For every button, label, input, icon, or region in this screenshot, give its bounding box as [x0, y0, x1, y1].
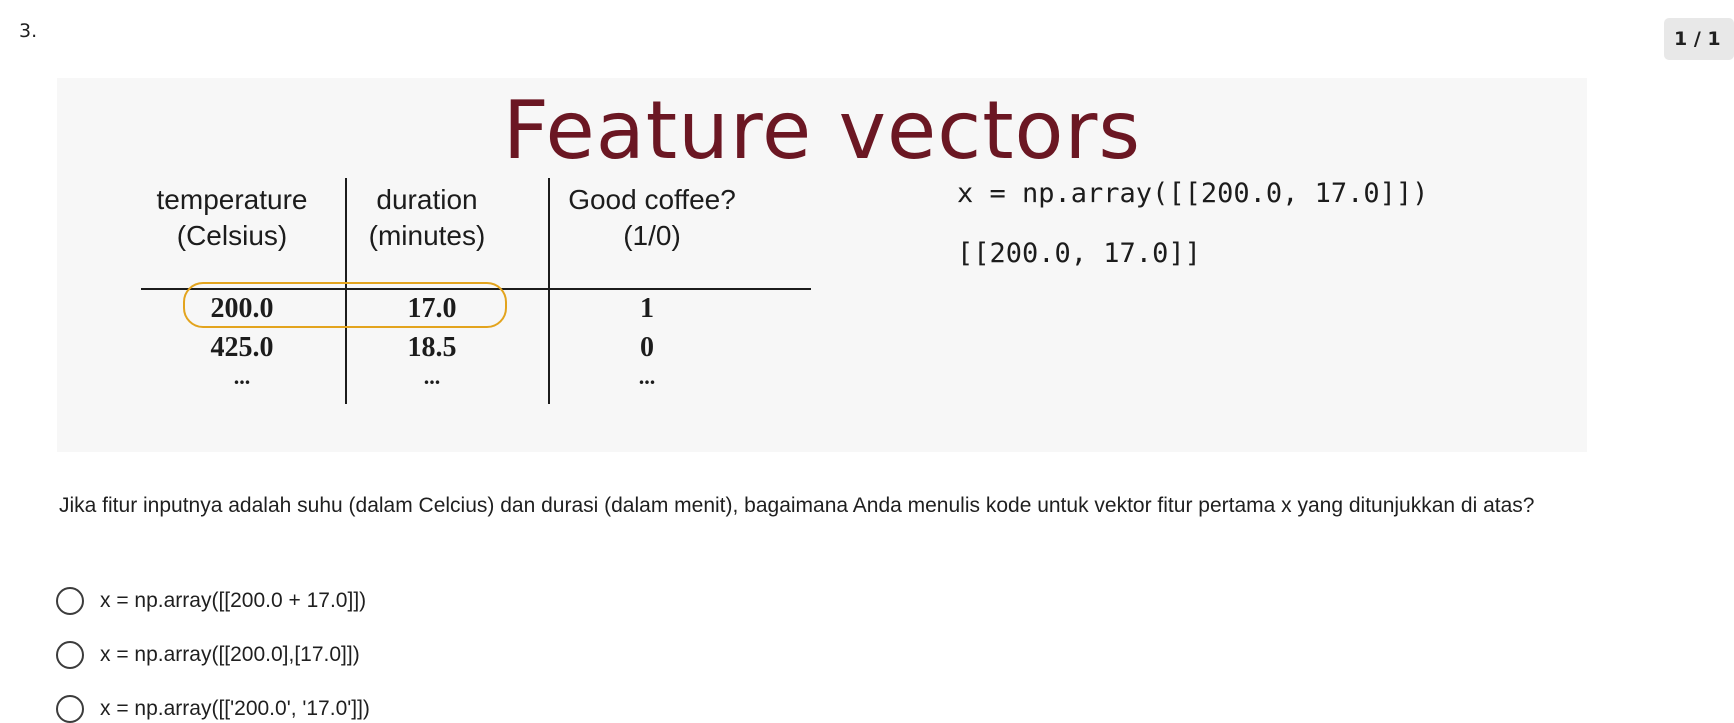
- radio-button-icon[interactable]: [56, 641, 84, 669]
- table-cell: ...: [423, 364, 441, 389]
- table-header-temperature: temperature (Celsius): [156, 184, 308, 251]
- table-cell: 425.0: [210, 332, 274, 363]
- radio-button-icon[interactable]: [56, 695, 84, 723]
- table-divider: [548, 178, 550, 404]
- answer-option-label: x = np.array([['200.0', '17.0']]): [100, 697, 370, 720]
- answer-option-label: x = np.array([[200.0],[17.0]]): [100, 643, 360, 666]
- code-line-array: x = np.array([[200.0, 17.0]]): [957, 178, 1429, 209]
- table-cell: 18.5: [407, 332, 457, 363]
- slide-image: Feature vectors temperature (Celsius) du…: [57, 78, 1587, 452]
- table-cell: 0: [640, 332, 654, 363]
- answer-option-1[interactable]: x = np.array([[200.0 + 17.0]]): [56, 587, 366, 615]
- table-divider: [345, 178, 347, 404]
- table-cell: 1: [640, 293, 654, 324]
- row-highlight-circle: [183, 282, 507, 328]
- question-number: 3.: [19, 20, 38, 42]
- radio-button-icon[interactable]: [56, 587, 84, 615]
- table-cell: 200.0: [210, 293, 274, 324]
- question-text: Jika fitur inputnya adalah suhu (dalam C…: [59, 494, 1535, 517]
- table-header-duration: duration (minutes): [368, 184, 486, 251]
- table-cell: ...: [638, 364, 656, 389]
- table-rule: [141, 288, 811, 290]
- page-counter: 1 / 1: [1664, 18, 1734, 60]
- answer-option-3[interactable]: x = np.array([['200.0', '17.0']]): [56, 695, 370, 723]
- code-line-output: [[200.0, 17.0]]: [957, 238, 1201, 269]
- table-cell: ...: [233, 364, 251, 389]
- table-header-good-coffee: Good coffee? (1/0): [568, 184, 736, 251]
- slide-title: Feature vectors: [502, 84, 1142, 177]
- table-cell: 17.0: [407, 293, 457, 324]
- answer-option-label: x = np.array([[200.0 + 17.0]]): [100, 589, 367, 612]
- answer-option-2[interactable]: x = np.array([[200.0],[17.0]]): [56, 641, 360, 669]
